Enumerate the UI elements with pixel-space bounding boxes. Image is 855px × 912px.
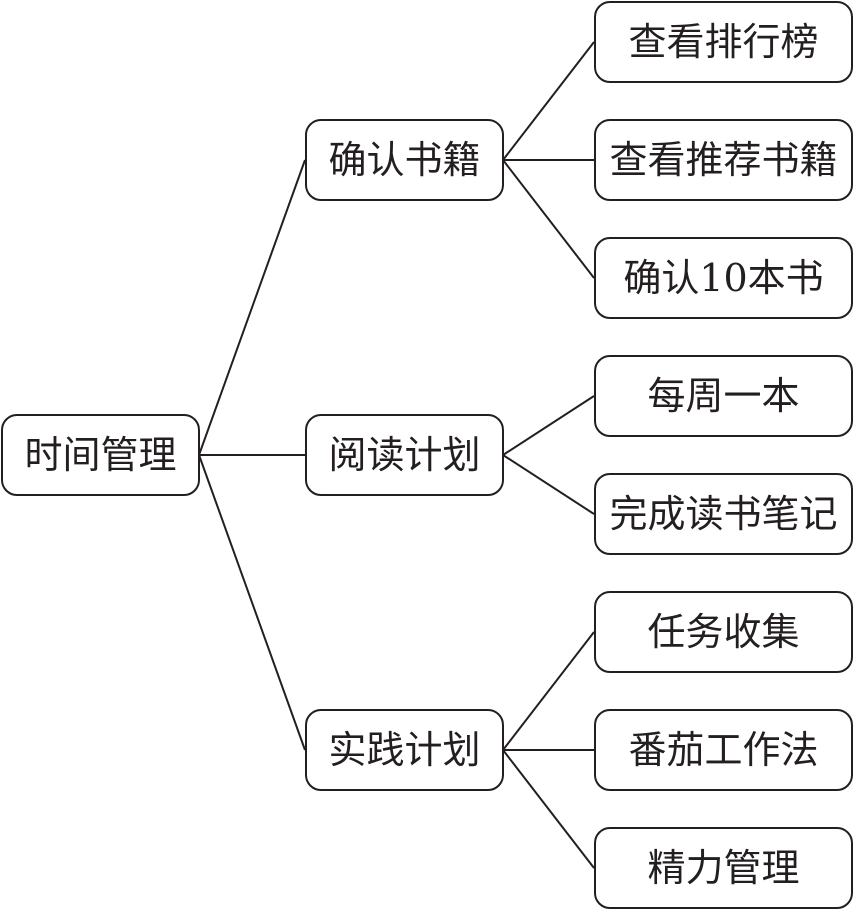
connector-root-b1 <box>198 159 306 456</box>
leaf-node-one-per-week: 每周一本 <box>594 355 853 437</box>
leaf-node-reading-notes: 完成读书笔记 <box>594 473 853 555</box>
leaf-node-view-rankings: 查看排行榜 <box>594 1 853 83</box>
leaf-node-label: 任务收集 <box>647 610 800 654</box>
connector-b2-b2c2 <box>502 454 595 515</box>
leaf-node-pomodoro: 番茄工作法 <box>594 709 853 791</box>
connector-b3-b3c1 <box>502 631 595 751</box>
connector-root-b3 <box>198 454 306 751</box>
branch-node-label: 实践计划 <box>328 728 481 772</box>
branch-node-label: 确认书籍 <box>328 138 481 182</box>
leaf-node-label: 查看推荐书籍 <box>609 138 838 182</box>
leaf-node-view-recommended-books: 查看推荐书籍 <box>594 119 853 201</box>
branch-node-confirm-books: 确认书籍 <box>305 119 504 201</box>
leaf-node-label: 精力管理 <box>647 846 800 890</box>
leaf-node-label: 查看排行榜 <box>628 20 819 64</box>
leaf-node-energy-management: 精力管理 <box>594 827 853 909</box>
branch-node-reading-plan: 阅读计划 <box>305 414 504 496</box>
leaf-node-label: 确认10本书 <box>623 256 824 300</box>
leaf-node-confirm-ten-books: 确认10本书 <box>594 237 853 319</box>
leaf-node-task-collection: 任务收集 <box>594 591 853 673</box>
branch-node-label: 阅读计划 <box>328 433 481 477</box>
root-node-label: 时间管理 <box>24 433 177 477</box>
leaf-node-label: 完成读书笔记 <box>609 492 838 536</box>
root-node: 时间管理 <box>1 414 200 496</box>
connector-b1-b1c1 <box>502 41 595 161</box>
connector-b3-b3c3 <box>502 749 595 869</box>
connector-b1-b1c3 <box>502 159 595 279</box>
leaf-node-label: 番茄工作法 <box>628 728 819 772</box>
branch-node-practice-plan: 实践计划 <box>305 709 504 791</box>
connector-b2-b2c1 <box>502 395 595 456</box>
leaf-node-label: 每周一本 <box>647 374 800 418</box>
